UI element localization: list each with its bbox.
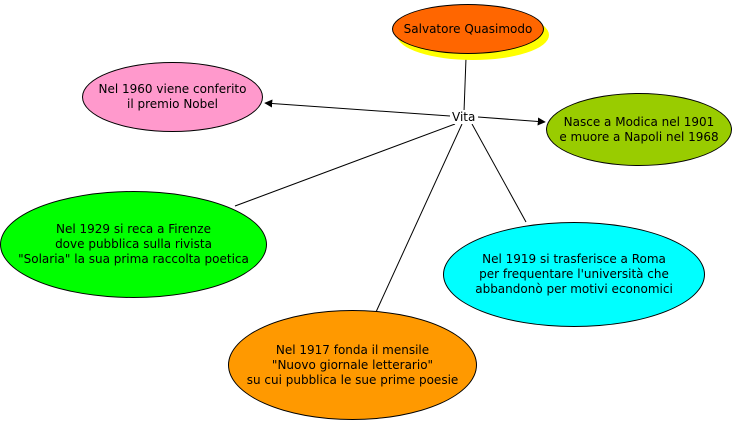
nobel-node: Nel 1960 viene conferito il premio Nobel	[82, 62, 263, 132]
hub-label-vita: Vita	[450, 110, 478, 124]
title-node: Salvatore Quasimodo	[392, 4, 544, 54]
firenze-node: Nel 1929 si reca a Firenze dove pubblica…	[0, 191, 267, 298]
link-hub-nascita	[477, 116, 546, 126]
link-hub-nobel	[264, 99, 451, 117]
link-hub-roma	[471, 123, 527, 223]
link-hub-firenze	[234, 123, 456, 207]
link-hub-giornale	[375, 123, 463, 313]
roma-node: Nel 1919 si trasferisce a Roma per frequ…	[443, 222, 705, 327]
giornale-node: Nel 1917 fonda il mensile "Nuovo giornal…	[228, 310, 477, 420]
nascita-node: Nasce a Modica nel 1901 e muore a Napoli…	[546, 93, 732, 166]
link-title-hub	[463, 57, 467, 113]
